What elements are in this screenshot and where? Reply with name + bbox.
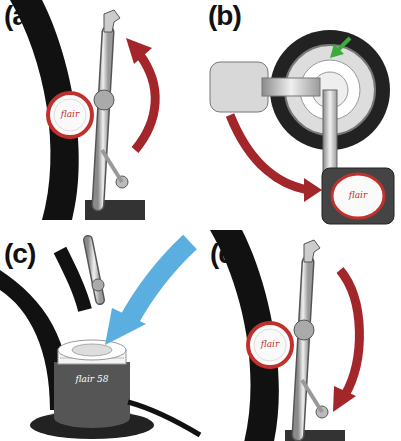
panel-letter: (d) (210, 240, 243, 268)
brand-logo: flair (349, 191, 368, 200)
panel-letter: (a) (4, 2, 35, 30)
panel-letter: (c) (4, 240, 35, 268)
panel-letter: (b) (208, 2, 241, 30)
brand-logo: flair (61, 110, 80, 119)
brand-logo: flair 58 (76, 375, 109, 384)
brand-logo: flair (261, 340, 280, 349)
